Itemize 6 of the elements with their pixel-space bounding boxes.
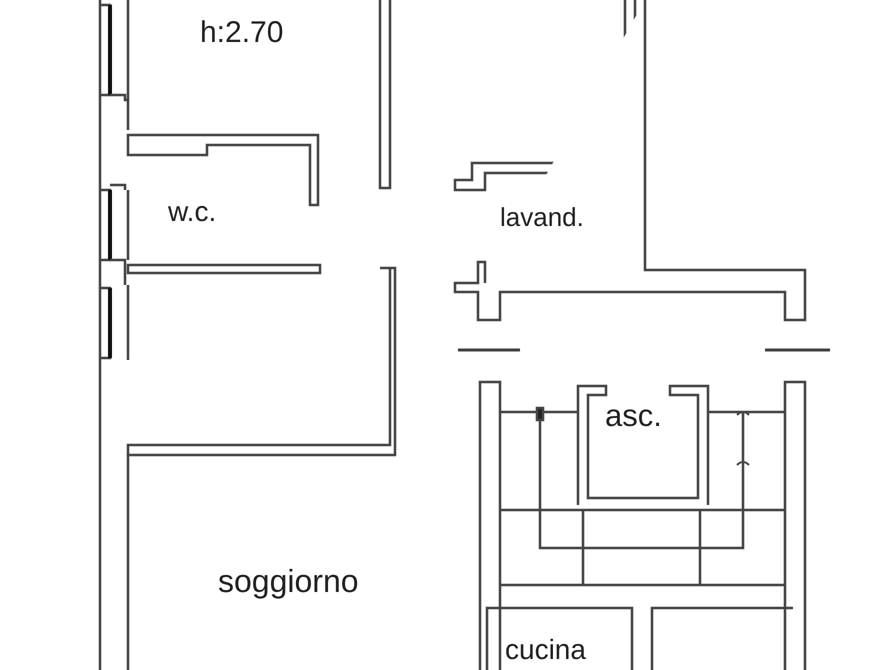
room-label: asc.: [605, 400, 662, 431]
room-label: soggiorno: [218, 565, 359, 597]
room-label: w.c.: [168, 198, 216, 226]
room-label: cucina: [505, 636, 586, 664]
room-label: lavand.: [500, 204, 584, 230]
room-label: h:2.70: [200, 18, 284, 48]
